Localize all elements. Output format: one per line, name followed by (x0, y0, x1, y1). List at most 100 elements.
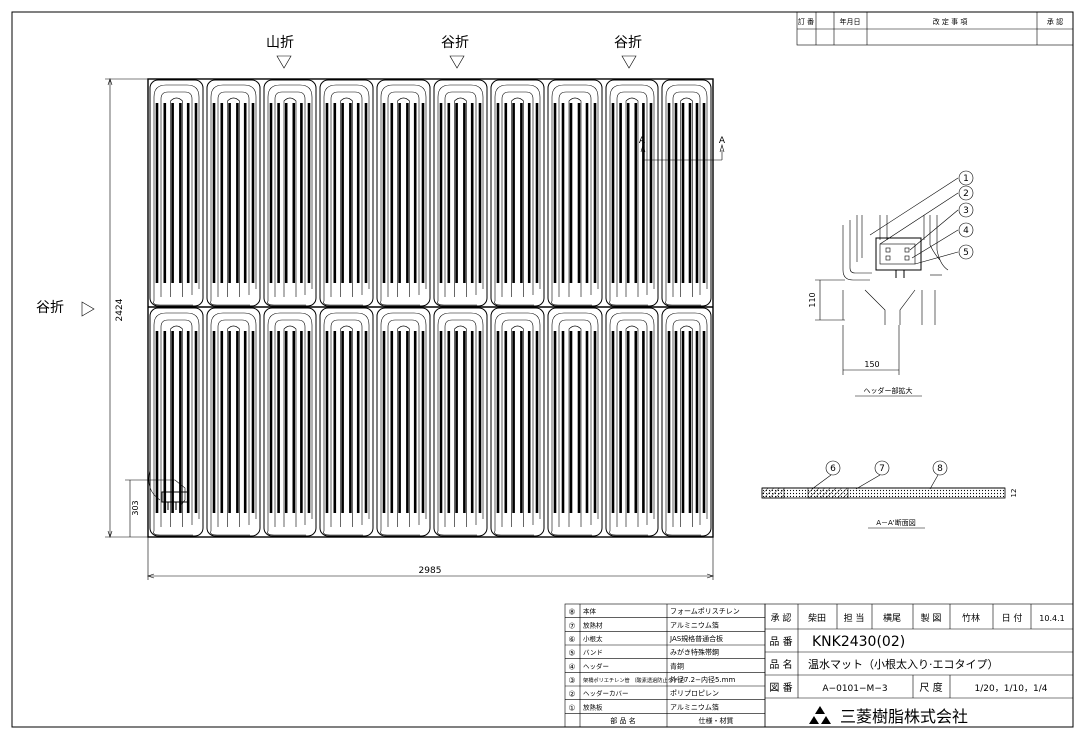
detail-callout-circle (958, 170, 974, 186)
parts-row-name: 本体 (583, 607, 597, 616)
mat-panel (605, 307, 659, 537)
parts-row-name: ヘッダーカバー (583, 689, 629, 698)
section-thickness: 12 (1010, 489, 1018, 498)
charge-value: 横尾 (883, 612, 901, 624)
part-no-label: 品 番 (769, 636, 792, 648)
mat-panel (206, 79, 261, 307)
fold-labels: 山折 谷折 谷折 谷折 (36, 35, 642, 317)
date-value: 10.4.1 (1039, 614, 1064, 623)
mat-panel (490, 79, 545, 307)
detail-callout-label: 3 (963, 206, 969, 216)
detail-dim-width: 150 (864, 360, 879, 369)
dim-height: 2424 (115, 298, 125, 321)
parts-row-no: ⑥ (568, 635, 575, 644)
mat-panel (433, 307, 488, 537)
section-callout-circle (932, 460, 948, 476)
revision-table: 訂 番 年月日 改 定 事 項 承 認 (796, 11, 1074, 46)
charge-label: 担 当 (844, 612, 865, 624)
parts-row-no: ⑤ (568, 649, 575, 658)
sheet-border (11, 11, 1074, 728)
fold-marker-left (81, 301, 95, 317)
company-name: 三菱樹脂株式会社 (840, 707, 968, 726)
parts-row-name: バンド (583, 649, 603, 657)
detail-callout-circle (958, 244, 974, 260)
part-name-value: 温水マット（小根太入り·エコタイプ） (808, 657, 999, 671)
draft-value: 竹林 (962, 612, 980, 624)
detail-callout-label: 4 (963, 226, 969, 236)
section-callout-label: 6 (830, 464, 836, 474)
parts-row-name: 放熱材 (583, 620, 603, 629)
mat-panel (376, 79, 431, 307)
section-mark-left: A (639, 136, 646, 146)
approval-value: 柴田 (808, 612, 826, 624)
mat-outline (147, 78, 714, 538)
fold-label-left: 谷折 (36, 300, 64, 316)
detail-callout-label: 5 (963, 248, 969, 258)
detail-callout-circle (958, 222, 974, 238)
dimension-lines: 2424 303 2985 (105, 78, 714, 580)
mat-panel (263, 79, 317, 307)
detail-callout-label: 2 (963, 189, 969, 199)
detail-caption: ヘッダー部拡大 (864, 386, 913, 395)
mat-panel (547, 307, 603, 537)
mat-panel (661, 79, 712, 307)
draft-label: 製 図 (921, 612, 942, 624)
section-mark-right: A (719, 136, 726, 146)
section-caption: A－A'断面図 (876, 518, 916, 527)
header-assembly (148, 469, 189, 510)
detail-dim-height: 110 (808, 292, 817, 307)
mat-panel (547, 79, 603, 307)
parts-footer-name: 部 品 名 (610, 716, 635, 725)
fold-marker-1 (276, 55, 292, 69)
parts-row-spec: アルミニウム箔 (670, 620, 719, 629)
date-label: 日 付 (1002, 613, 1023, 624)
parts-row-no: ⑦ (568, 621, 575, 630)
part-name-label: 品 名 (769, 658, 792, 671)
parts-row-name: 小根太 (583, 634, 603, 643)
section-callout-circle (825, 460, 841, 476)
parts-row-spec: みがき特殊帯鋼 (670, 648, 719, 657)
drawing-no-value: A−0101−M−3 (822, 684, 887, 694)
rev-header-approve: 承 認 (1047, 17, 1063, 26)
mat-panel (319, 307, 374, 537)
parts-footer-spec: 仕様・材質 (699, 716, 734, 725)
mat-panel (490, 307, 545, 537)
part-no-value: KNK2430(02) (812, 634, 905, 650)
parts-row-no: ⑧ (568, 608, 575, 617)
fold-label-valley-1: 谷折 (441, 35, 469, 51)
parts-row-spec: JAS規格普通合板 (669, 634, 723, 643)
mat-panel (263, 307, 317, 537)
parts-row-no: ④ (568, 662, 575, 671)
parts-row-name: 放熱板 (583, 702, 603, 711)
mat-panel (149, 307, 204, 537)
mat-panel (149, 79, 204, 307)
title-block: 承 認 柴田 担 当 横尾 製 図 竹林 日 付 10.4.1 品 番 KNK2… (764, 603, 1074, 728)
scale-label: 尺 度 (919, 681, 942, 694)
fold-marker-2 (449, 55, 465, 69)
parts-row-no: ③ (568, 676, 575, 685)
mat-panel (319, 79, 374, 307)
mat-panel (433, 79, 488, 307)
rev-header-no: 訂 番 (798, 17, 814, 26)
detail-callout-circle (958, 185, 974, 201)
mat-plan-view (147, 78, 714, 538)
parts-row-no: ① (568, 703, 575, 712)
mat-panel (206, 307, 261, 537)
fold-label-mountain: 山折 (266, 35, 294, 51)
parts-row-spec: ポリプロピレン (670, 690, 719, 698)
dim-header-offset: 303 (131, 500, 140, 515)
drawing-no-label: 図 番 (769, 682, 792, 694)
parts-row-spec: 青銅 (670, 661, 684, 670)
mat-panel (605, 79, 659, 307)
scale-value: 1/20，1/10，1/4 (975, 684, 1048, 694)
section-leader-line (811, 474, 832, 490)
rev-header-date: 年月日 (840, 17, 861, 26)
section-leader-line (855, 474, 881, 490)
rev-header-change: 改 定 事 項 (933, 17, 968, 26)
section-callout-label: 7 (879, 464, 885, 474)
fold-marker-3 (621, 55, 637, 69)
section-callout-circle (874, 460, 890, 476)
